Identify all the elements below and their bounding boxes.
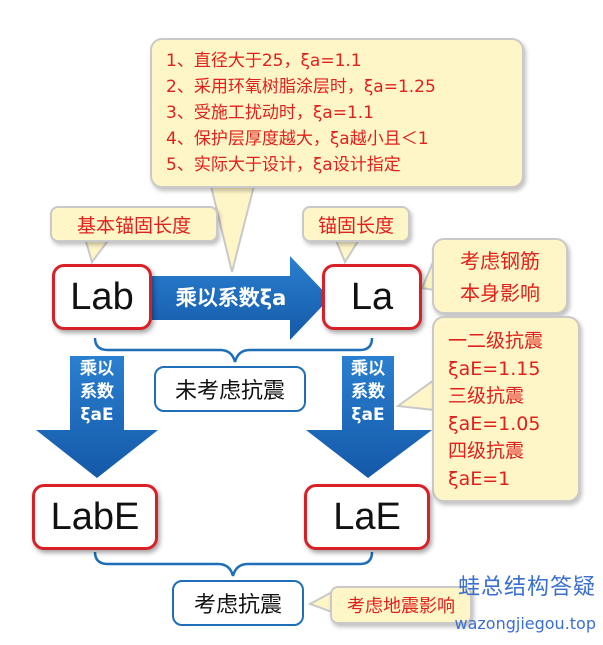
callout-line-5: 5、实际大于设计，ξa设计指定 xyxy=(166,155,401,175)
seismic-text: 考虑抗震 xyxy=(193,593,282,618)
seismic-line-3: 三级抗震 xyxy=(448,385,525,407)
bottom-brace xyxy=(93,551,374,577)
seismic-line-1: 一二级抗震 xyxy=(448,330,544,352)
no-seismic-box: 未考虑抗震 xyxy=(154,366,306,412)
left-arrow-line-2: 系数 xyxy=(80,382,114,402)
seismic-line-2: ξaE=1.15 xyxy=(448,357,541,380)
la-text: La xyxy=(350,275,394,318)
lab-box: Lab xyxy=(52,264,152,330)
seismic-callout-pointer xyxy=(395,378,435,412)
left-down-arrow xyxy=(36,356,158,478)
watermark-name: 蛙总结构答疑 xyxy=(457,575,596,600)
left-arrow-line-3: ξaE xyxy=(80,405,114,425)
horizontal-arrow xyxy=(152,256,330,340)
right-arrow-line-1: 乘以 xyxy=(351,359,385,379)
left-arrow-label: 乘以 系数 ξaE xyxy=(66,358,128,427)
right-arrow-line-2: 系数 xyxy=(351,382,385,402)
anchor-label: 锚固长度 xyxy=(317,214,394,237)
seismic-effect-text: 考虑地震影响 xyxy=(347,596,455,617)
basic-anchor-label: 基本锚固长度 xyxy=(76,214,191,237)
steel-callout: 考虑钢筋 本身影响 xyxy=(432,238,568,314)
callout-line-1: 1、直径大于25，ξa=1.1 xyxy=(166,51,362,71)
horizontal-arrow-text: 乘以系数ξa xyxy=(175,286,287,310)
right-arrow-line-3: ξaE xyxy=(351,405,385,425)
right-arrow-label: 乘以 系数 ξaE xyxy=(338,358,398,427)
horizontal-arrow-label: 乘以系数ξa xyxy=(156,283,306,313)
watermark-url: wazongjiegou.top xyxy=(454,614,597,633)
top-brace xyxy=(93,337,374,363)
seismic-line-5: 四级抗震 xyxy=(448,440,525,462)
labe-text: LabE xyxy=(50,495,140,538)
la-box: La xyxy=(322,264,422,330)
callout-line-2: 2、采用环氧树脂涂层时，ξa=1.25 xyxy=(166,77,436,97)
seismic-grade-callout: 一二级抗震 ξaE=1.15 三级抗震 ξaE=1.05 四级抗震 ξaE=1 xyxy=(432,316,580,502)
steel-callout-line-1: 考虑钢筋 xyxy=(460,249,540,273)
lae-box: LaE xyxy=(304,484,430,550)
seismic-line-4: ξaE=1.05 xyxy=(448,412,541,435)
left-arrow-line-1: 乘以 xyxy=(80,359,114,379)
callout-line-4: 4、保护层厚度越大，ξa越小且＜1 xyxy=(166,129,429,149)
right-down-arrow xyxy=(306,356,432,478)
labe-box: LabE xyxy=(32,484,158,550)
callout-line-3: 3、受施工扰动时，ξa=1.1 xyxy=(166,103,374,123)
watermark: 蛙总结构答疑 wazongjiegou.top xyxy=(400,574,597,634)
seismic-line-6: ξaE=1 xyxy=(448,467,511,490)
lae-text: LaE xyxy=(333,495,401,538)
anchor-label-box: 锚固长度 xyxy=(302,206,410,242)
no-seismic-text: 未考虑抗震 xyxy=(174,379,285,404)
seismic-effect-callout: 考虑地震影响 xyxy=(330,586,472,624)
top-callout: 1、直径大于25，ξa=1.1 2、采用环氧树脂涂层时，ξa=1.25 3、受施… xyxy=(150,38,524,188)
basic-anchor-label-box: 基本锚固长度 xyxy=(50,206,218,242)
seismic-box: 考虑抗震 xyxy=(172,580,304,626)
seismic-effect-pointer xyxy=(307,590,333,614)
steel-callout-line-2: 本身影响 xyxy=(460,281,540,305)
lab-text: Lab xyxy=(70,275,134,318)
